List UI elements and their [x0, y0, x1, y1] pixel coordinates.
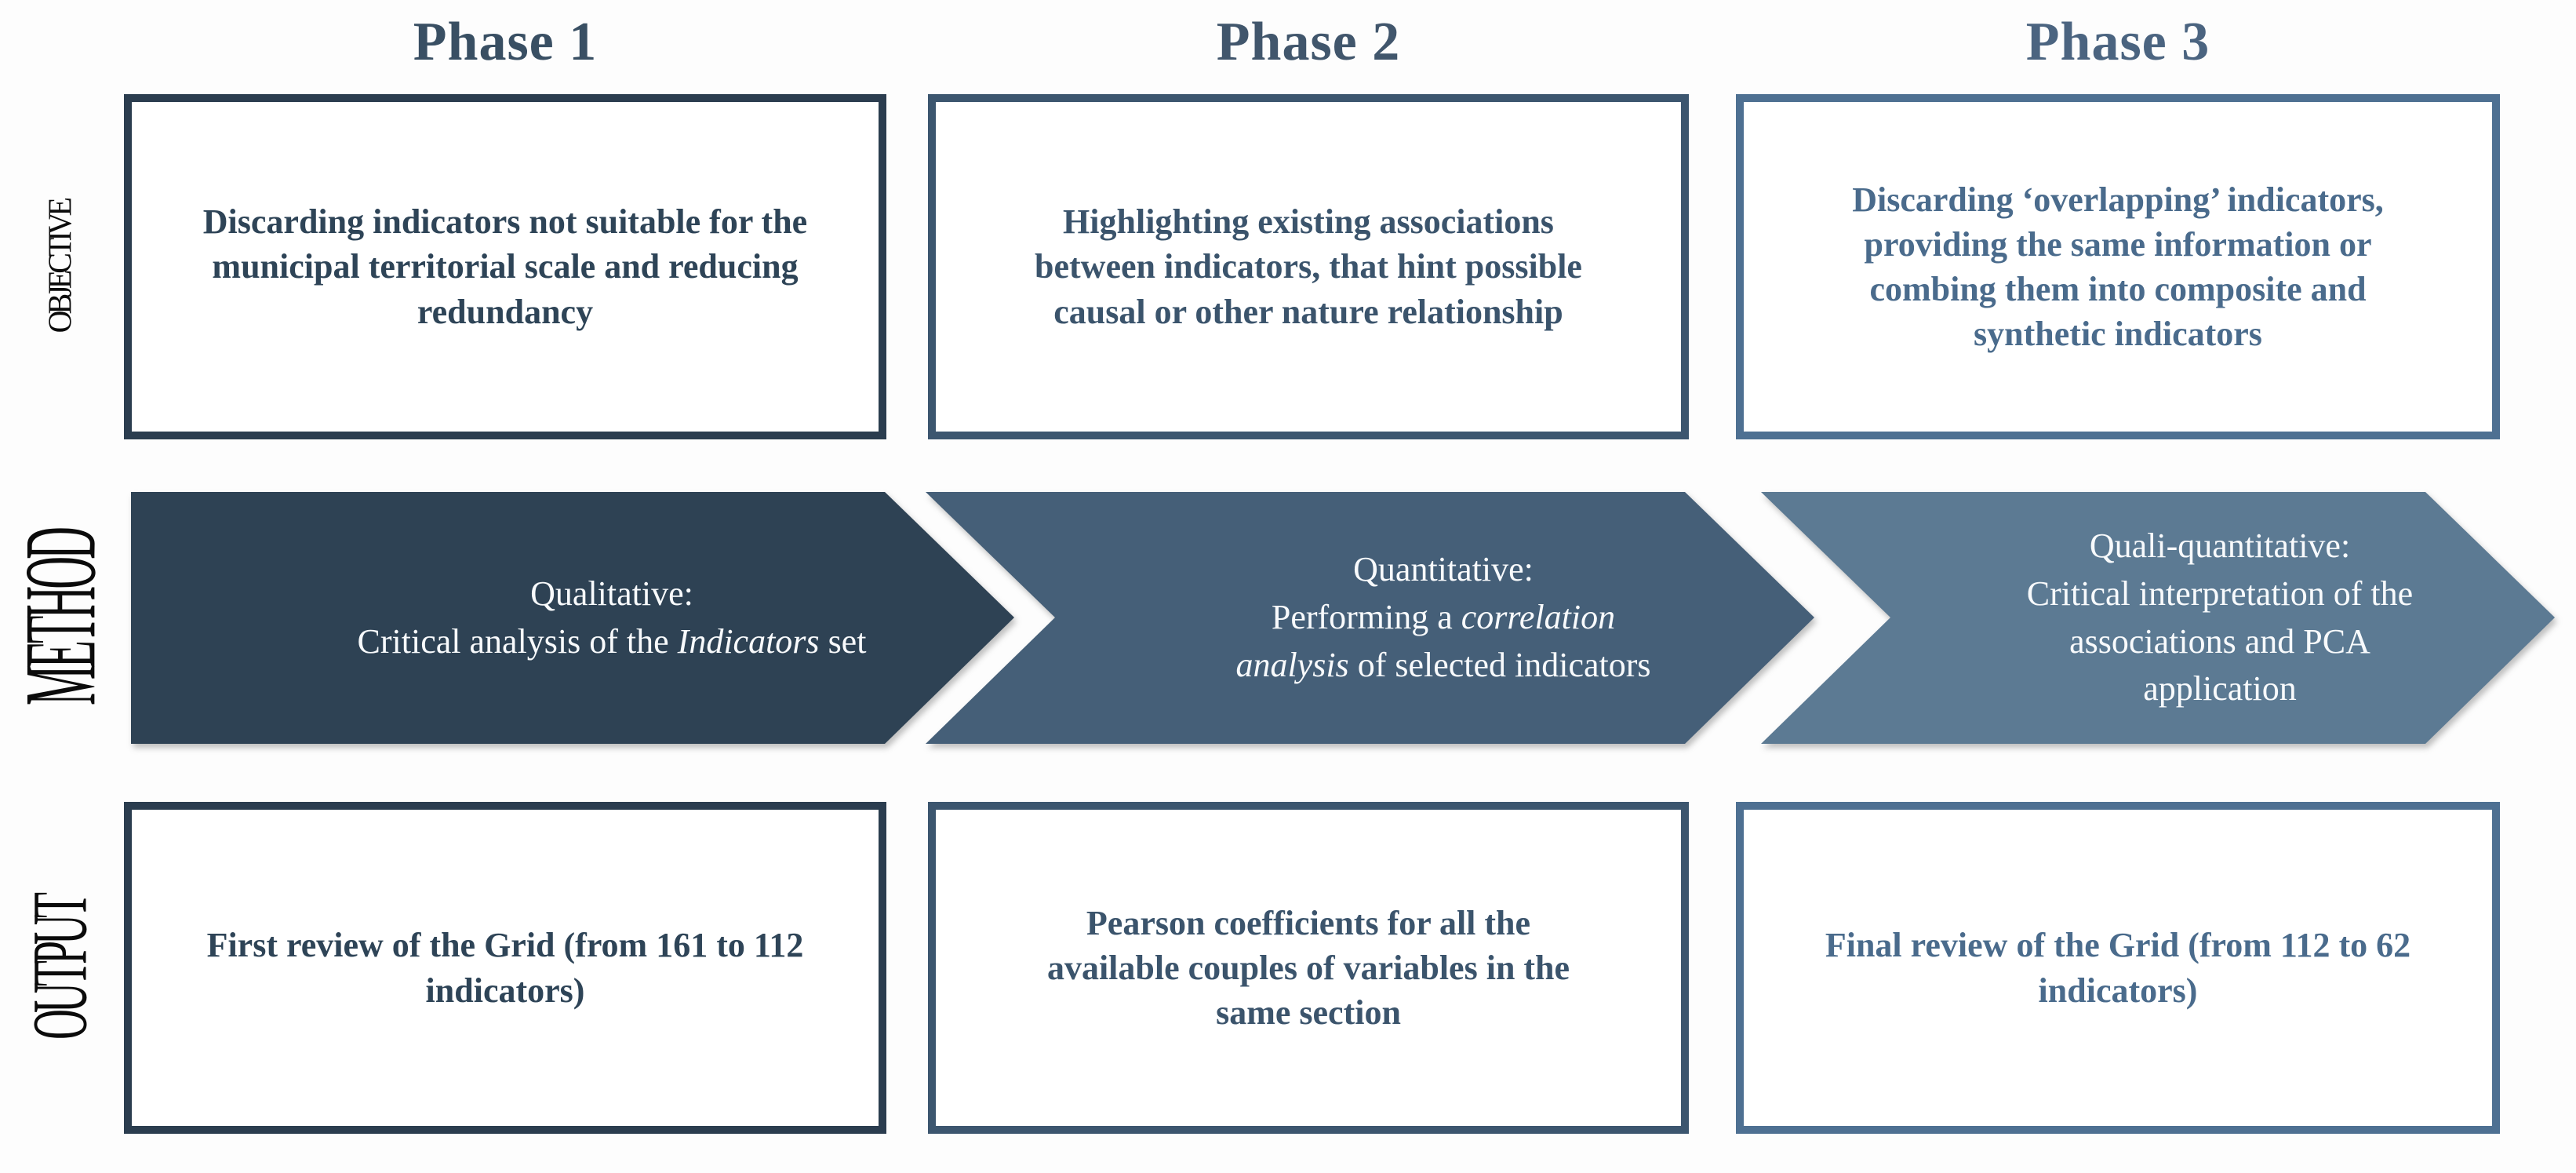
output-text-phase-1: First review of the Grid (from 161 to 11…: [206, 926, 804, 1010]
objective-text-phase-1: Discarding indicators not suitable for t…: [202, 202, 808, 331]
output-box-phase-3: Final review of the Grid (from 112 to 62…: [1736, 802, 2500, 1134]
output-text-phase-3: Final review of the Grid (from 112 to 62…: [1825, 926, 2411, 1010]
objective-box-phase-1: Discarding indicators not suitable for t…: [124, 94, 886, 439]
phase-3-title: Phase 3: [2025, 12, 2210, 72]
phase-2-title: Phase 2: [1216, 12, 1401, 72]
objective-text-phase-2: Highlighting existing associations betwe…: [1035, 202, 1582, 331]
method-text-phase-1: Qualitative: Critical analysis of the In…: [220, 492, 1004, 744]
method-text-phase-3: Quali-quantitative: Critical interpretat…: [1914, 492, 2526, 744]
chevron-arrow-phase-2: [926, 492, 1814, 744]
method-title-phase-2: Quantitative:: [1353, 550, 1534, 589]
output-box-phase-2: Pearson coefficients for all the availab…: [928, 802, 1689, 1134]
chevron-arrow-phase-3: [1761, 492, 2555, 744]
objective-box-phase-2: Highlighting existing associations betwe…: [928, 94, 1689, 439]
method-title-phase-3: Quali-quantitative:: [2089, 526, 2351, 566]
chevron-arrow-phase-1: [131, 492, 1014, 744]
phase-1-title: Phase 1: [413, 12, 598, 72]
output-box-phase-1: First review of the Grid (from 161 to 11…: [124, 802, 886, 1134]
method-title-phase-1: Qualitative:: [530, 574, 693, 613]
objective-box-phase-3: Discarding ‘overlapping’ indicators, pro…: [1736, 94, 2500, 439]
objective-text-phase-3: Discarding ‘overlapping’ indicators, pro…: [1852, 180, 2384, 354]
method-body-phase-1: Critical analysis of the Indicators set: [357, 621, 867, 661]
output-text-phase-2: Pearson coefficients for all the availab…: [1046, 903, 1570, 1033]
